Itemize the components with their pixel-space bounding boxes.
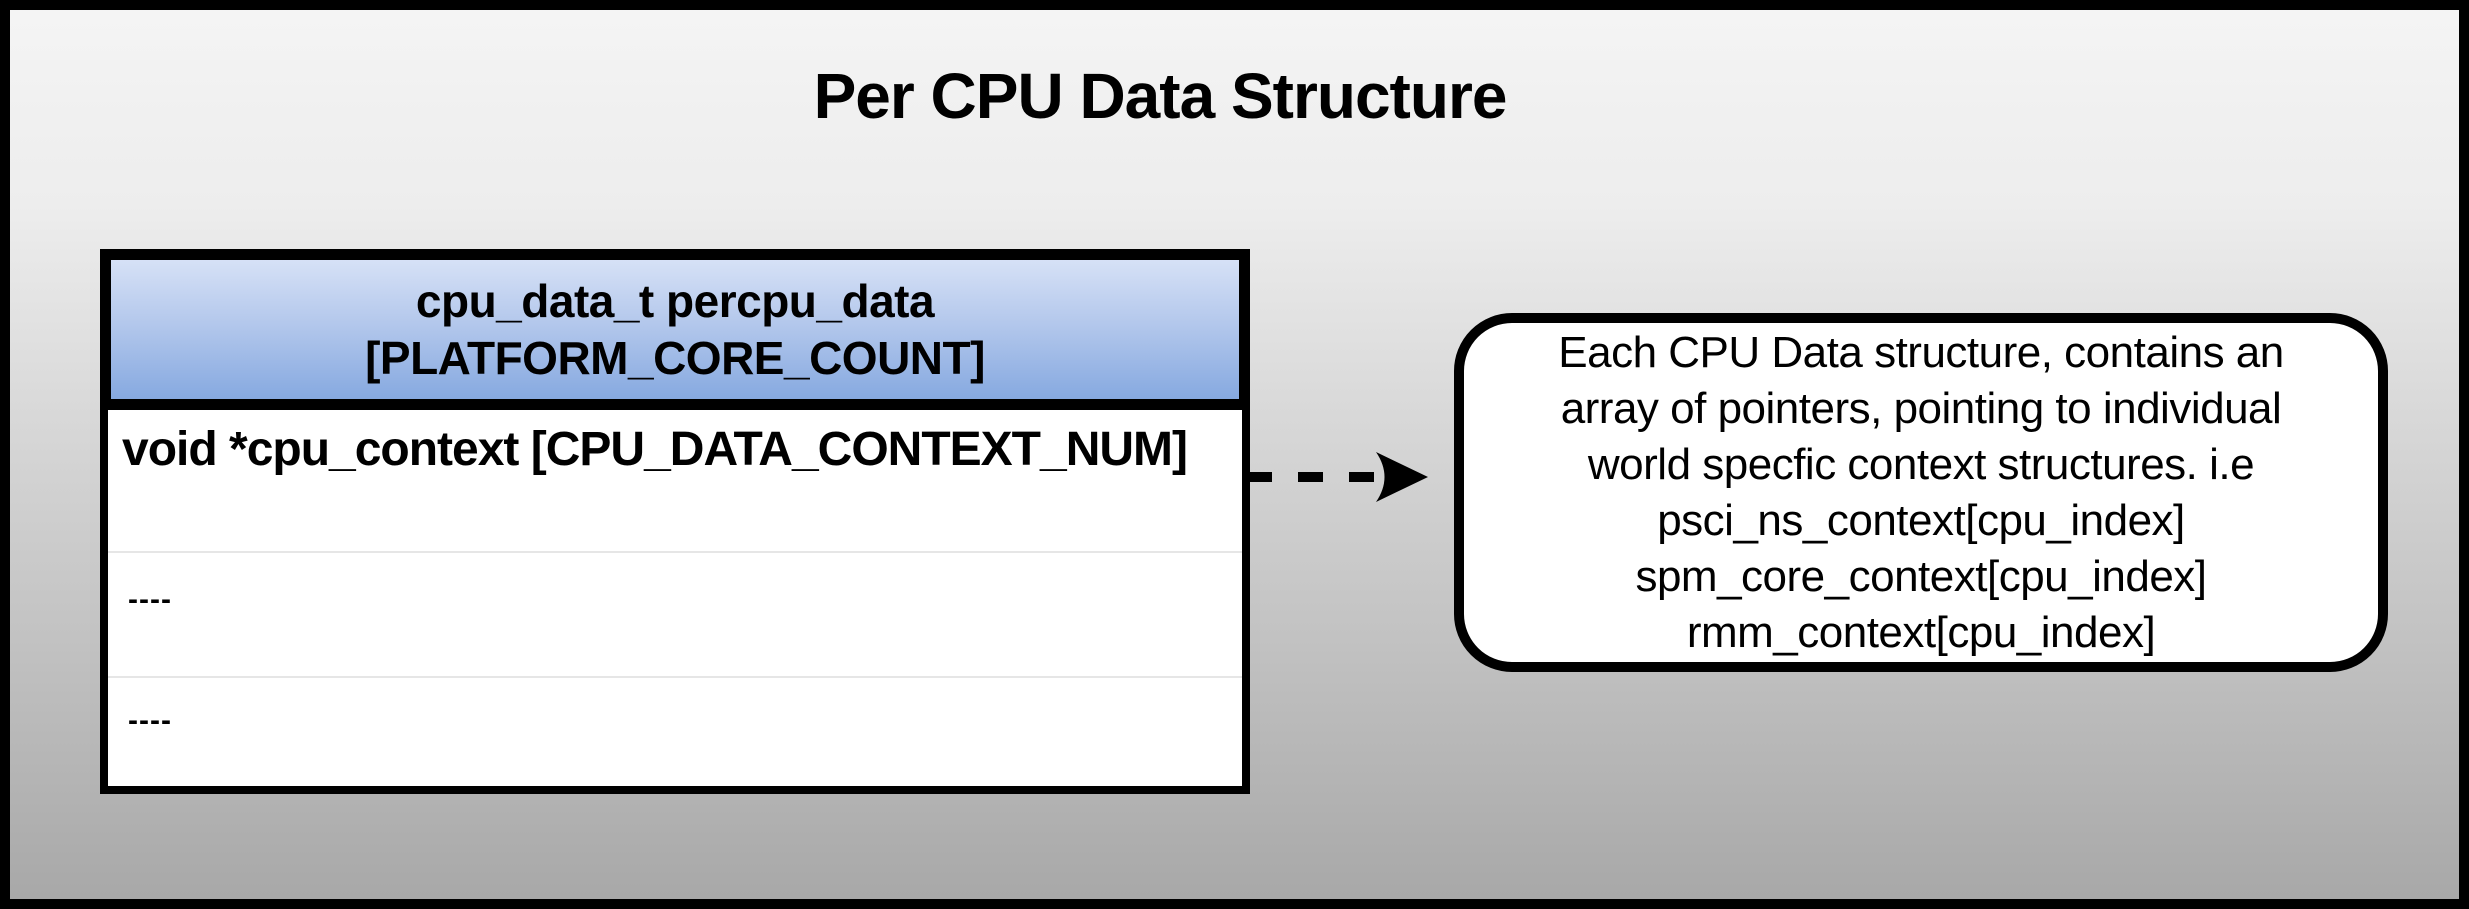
table-row: ---- [108,553,1242,678]
callout-line: array of pointers, pointing to individua… [1560,383,2282,433]
row-text: ---- [128,704,172,737]
table-row: ---- [108,678,1242,786]
callout-line: rmm_context[cpu_index] [1686,607,2156,657]
callout-line: Each CPU Data structure, contains an [1558,327,2284,377]
dashed-right-arrow-icon [1247,449,1429,505]
table-header-line-2: [PLATFORM_CORE_COUNT] [365,331,985,384]
callout-line: psci_ns_context[cpu_index] [1657,495,2185,545]
row-text: ---- [128,583,172,616]
callout-line: spm_core_context[cpu_index] [1635,551,2207,601]
table-body: void *cpu_context [CPU_DATA_CONTEXT_NUM]… [100,410,1250,794]
row-text: void *cpu_context [CPU_DATA_CONTEXT_NUM] [122,423,1188,476]
callout-box: Each CPU Data structure, contains an arr… [1454,313,2388,672]
callout-line: world specfic context structures. i.e [1587,439,2255,489]
table-header-line-1: cpu_data_t percpu_data [415,274,935,327]
table-header: cpu_data_t percpu_data [PLATFORM_CORE_CO… [100,249,1250,410]
table-row: void *cpu_context [CPU_DATA_CONTEXT_NUM] [108,410,1242,553]
cpu-data-table: cpu_data_t percpu_data [PLATFORM_CORE_CO… [100,249,1250,794]
diagram-title: Per CPU Data Structure [813,60,1508,132]
